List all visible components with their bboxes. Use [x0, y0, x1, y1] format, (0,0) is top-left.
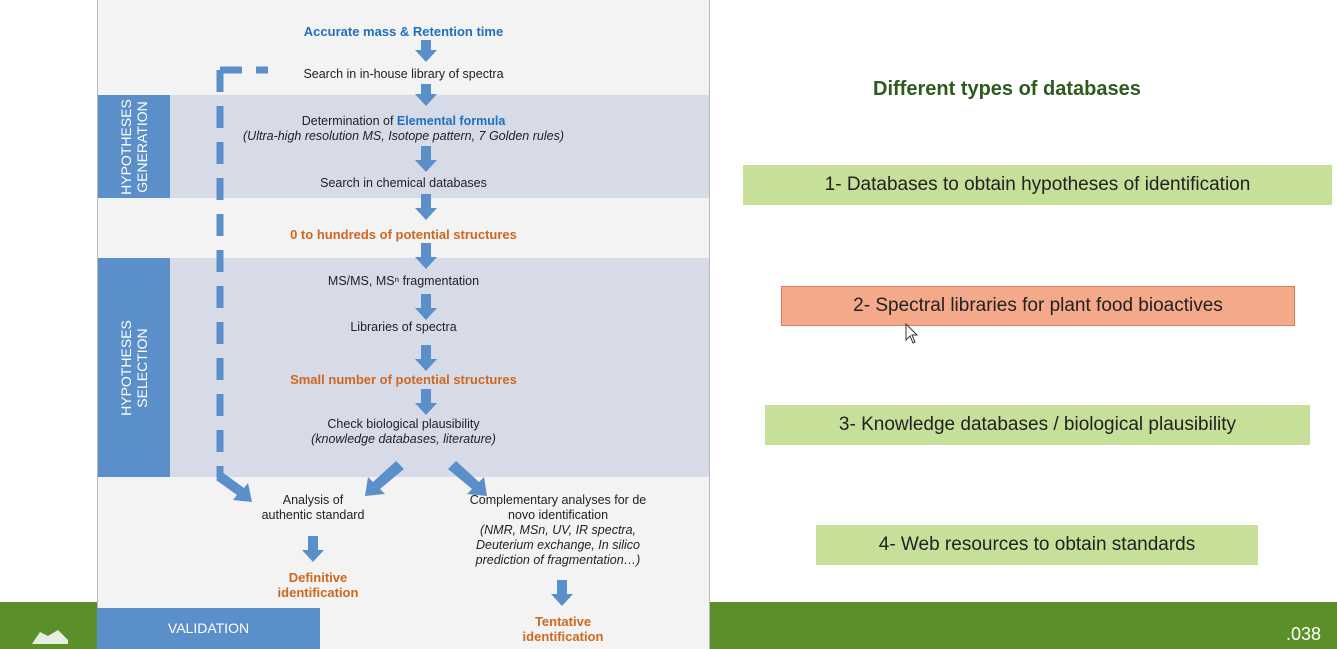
selection-band: [98, 258, 709, 477]
step-potential-structures: 0 to hundreds of potential structures: [290, 227, 517, 242]
mouse-cursor-icon: [905, 323, 919, 344]
definitive-identification-line1: Definitive: [288, 570, 348, 585]
step-complementary-line5: prediction of fragmentation…): [475, 553, 641, 567]
generation-band: [98, 95, 709, 198]
step-small-number: Small number of potential structures: [290, 372, 517, 387]
step-chemical-databases: Search in chemical databases: [320, 176, 487, 190]
database-type-4: 4- Web resources to obtain standards: [816, 525, 1258, 565]
step-elemental-detail: (Ultra-high resolution MS, Isotope patte…: [243, 129, 564, 143]
selection-band-label: HYPOTHESES SELECTION: [98, 258, 170, 477]
step-complementary-line2: novo identification: [507, 508, 609, 522]
definitive-identification-line2: identification: [277, 585, 359, 600]
workflow-diagram: HYPOTHESES GENERATION HYPOTHESES SELECTI…: [97, 0, 710, 649]
generation-band-label: HYPOTHESES GENERATION: [98, 95, 170, 198]
flow-arrows: [216, 40, 573, 606]
logo-icon: [32, 630, 68, 644]
step-analysis-standard-line2: authentic standard: [261, 508, 365, 522]
step-inhouse-search: Search in in-house library of spectra: [303, 67, 504, 81]
step-accurate-mass: Accurate mass & Retention time: [303, 24, 504, 39]
tentative-identification-line2: identification: [522, 629, 604, 644]
step-analysis-standard-line1: Analysis of: [282, 493, 344, 507]
validation-box: VALIDATION: [97, 608, 320, 649]
step-msms-fragmentation: MS/MS, MSⁿ fragmentation: [327, 274, 480, 288]
page-number: .038: [1285, 624, 1321, 644]
right-panel-title: Different types of databases: [873, 78, 1141, 100]
step-complementary-line1: Complementary analyses for de: [469, 493, 647, 507]
step-libraries-of-spectra: Libraries of spectra: [350, 320, 457, 334]
database-type-3: 3- Knowledge databases / biological plau…: [765, 405, 1310, 445]
database-type-1: 1- Databases to obtain hypotheses of ide…: [743, 165, 1332, 205]
step-biological-plausibility: Check biological plausibility: [327, 417, 480, 431]
step-complementary-line3: (NMR, MSn, UV, IR spectra,: [479, 523, 637, 537]
database-type-2: 2- Spectral libraries for plant food bio…: [781, 286, 1295, 326]
step-plausibility-detail: (knowledge databases, literature): [311, 432, 496, 446]
step-elemental-formula: Determination of Elemental formula: [301, 114, 506, 128]
tentative-identification-line1: Tentative: [534, 614, 592, 629]
validation-label: VALIDATION: [167, 620, 250, 636]
step-complementary-line4: Deuterium exchange, In silico: [476, 538, 640, 552]
